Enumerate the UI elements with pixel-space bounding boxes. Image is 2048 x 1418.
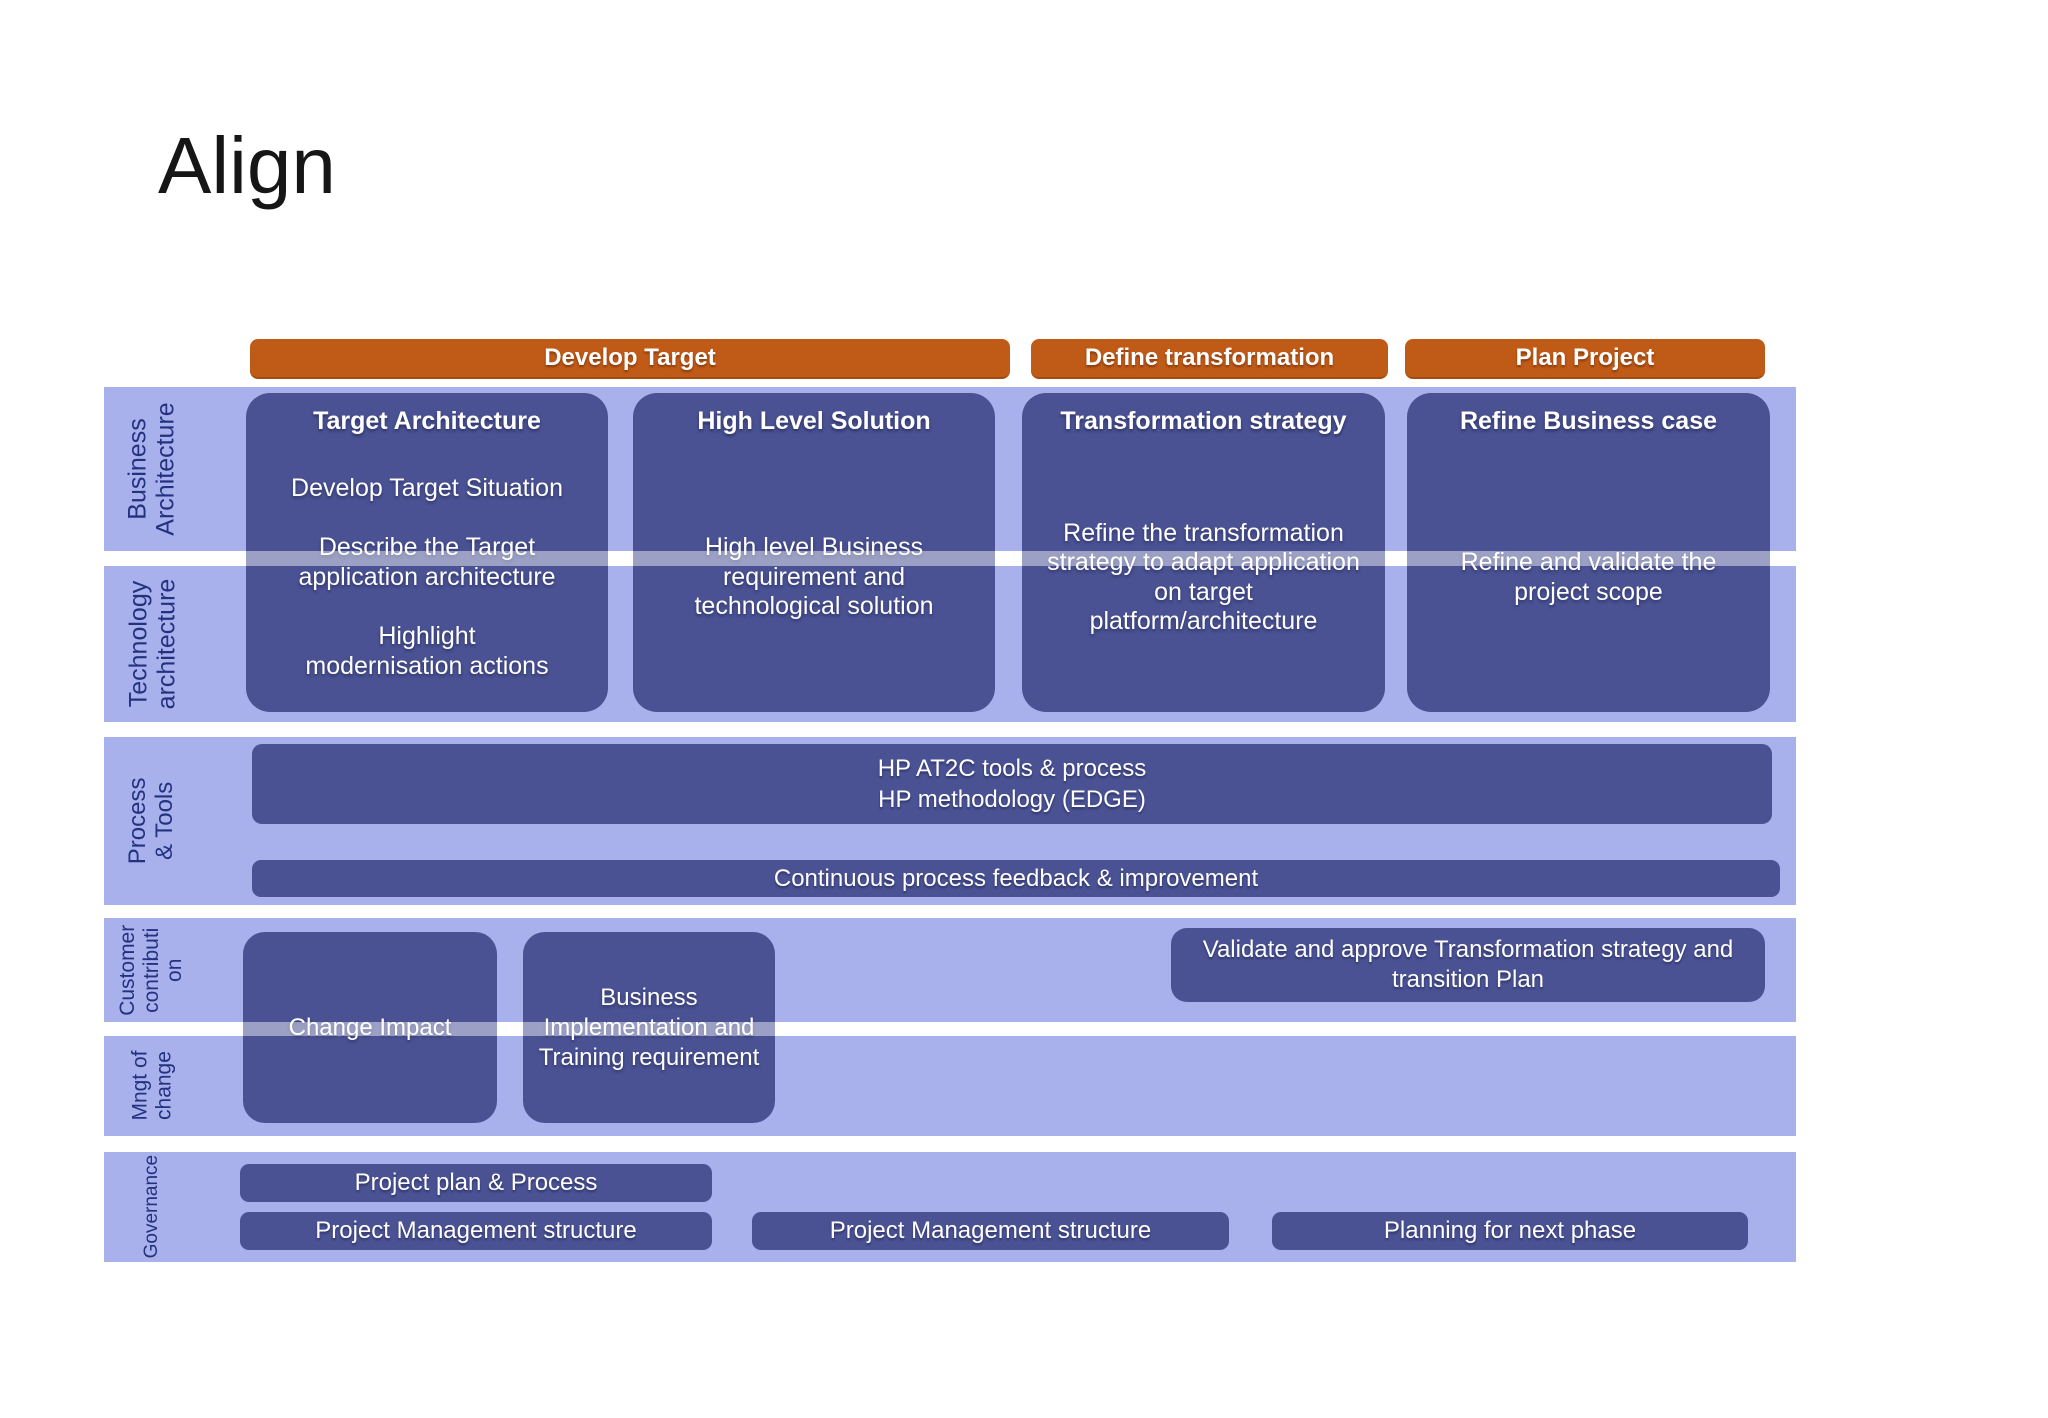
band-gap-stripe-bottom [104,1022,1796,1036]
box-business-implementation: Business Implementation and Training req… [523,932,775,1123]
box-title: Transformation strategy [1060,407,1347,435]
box-paragraph: Describe the Target application architec… [298,533,556,591]
bar-project-plan-process: Project plan & Process [240,1164,712,1202]
bar-project-management-structure-mid: Project Management structure [752,1212,1229,1250]
row-label-customer-contribution: Customer contributi on [116,924,187,1016]
row-label-mngt-of-change: Mngt of change [128,1050,175,1122]
box-refine-business-case: Refine Business case Refine and validate… [1407,393,1770,712]
row-label-business-architecture: Business Architecture [124,402,181,536]
box-paragraph: Highlight modernisation actions [305,622,549,680]
box-paragraph: Refine and validate the project scope [1460,548,1717,606]
box-body: Develop Target Situation Describe the Ta… [254,451,600,704]
row-label-process-tools: Process & Tools [124,777,178,865]
phase-header-plan-project: Plan Project [1405,339,1765,379]
box-paragraph: High level Business requirement and tech… [694,533,934,621]
box-title: Refine Business case [1459,407,1718,435]
box-body: High level Business requirement and tech… [641,451,987,704]
box-title: High Level Solution [697,407,931,435]
box-body: Refine the transformation strategy to ad… [1030,451,1377,704]
phase-header-define-transformation: Define transformation [1031,339,1388,379]
box-change-impact: Change Impact [243,932,497,1123]
row-label-governance: Governance [141,1155,163,1259]
bar-validate-approve: Validate and approve Transformation stra… [1171,928,1765,1002]
box-paragraph: Develop Target Situation [291,473,563,502]
box-title: Target Architecture [313,407,541,435]
bar-project-management-structure-left: Project Management structure [240,1212,712,1250]
phase-header-develop-target: Develop Target [250,339,1010,379]
box-high-level-solution: High Level Solution High level Business … [633,393,995,712]
box-target-architecture: Target Architecture Develop Target Situa… [246,393,608,712]
slide-title: Align [158,121,336,210]
bar-planning-next-phase: Planning for next phase [1272,1212,1748,1250]
box-body: Refine and validate the project scope [1415,451,1762,704]
box-paragraph: Refine the transformation strategy to ad… [1047,518,1360,636]
band-gap-stripe-top [104,551,1796,566]
bar-continuous-feedback: Continuous process feedback & improvemen… [252,860,1780,897]
row-label-technology-architecture: Technology architecture [124,578,180,710]
bar-hp-tools-process: HP AT2C tools & process HP methodology (… [252,744,1772,824]
box-transformation-strategy: Transformation strategy Refine the trans… [1022,393,1385,712]
